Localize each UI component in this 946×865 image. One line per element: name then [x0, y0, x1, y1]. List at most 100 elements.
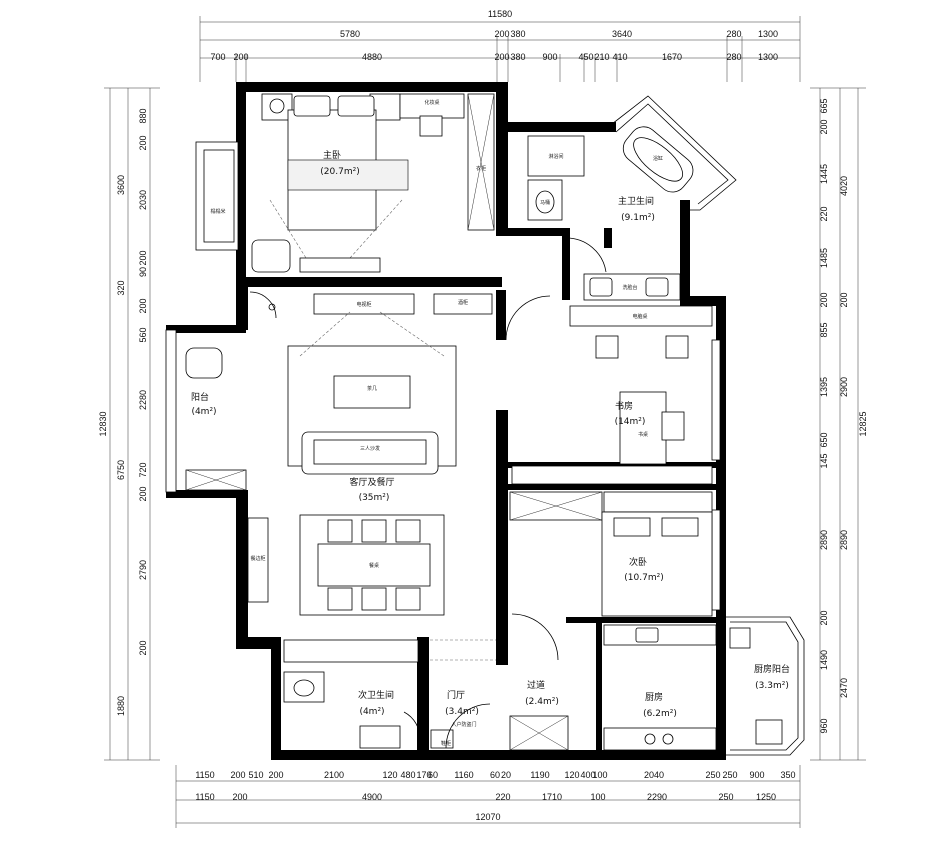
- dim-top2-12: 1300: [758, 52, 778, 62]
- dim-bot-15: 400: [580, 770, 595, 780]
- sofa-label: 三人沙发: [360, 445, 380, 452]
- dim-left2-10: 200: [138, 486, 148, 501]
- dim-top2-5: 380: [510, 52, 525, 62]
- kitchen-balcony-area: (3.3m²): [755, 681, 789, 691]
- sink-icon: [635, 627, 659, 643]
- cabinet-icon: [755, 719, 783, 745]
- dim-right-4: 2890: [839, 530, 849, 550]
- dim-left2-5: 90: [138, 267, 148, 277]
- dim-bot2-5: 1710: [542, 792, 562, 802]
- bottom-dimension-chain: 1150 200 510 200 2100 120 480 170 60 116…: [175, 765, 801, 828]
- corridor-area: (2.4m²): [525, 697, 559, 707]
- dim-top-2: 200: [494, 29, 509, 39]
- dim-bot-17: 2040: [644, 770, 664, 780]
- dim-right2-1: 665: [819, 98, 829, 113]
- dim-right-2: 200: [839, 292, 849, 307]
- dim-top2-11: 280: [726, 52, 741, 62]
- burner-icon: [662, 733, 674, 745]
- sofa-cushion: [313, 439, 427, 465]
- dining-chair: [327, 519, 353, 543]
- dining-chair: [361, 519, 387, 543]
- bathtub-label: 浴缸: [653, 155, 663, 162]
- pillow-right: [337, 95, 375, 117]
- dim-left2-7: 560: [138, 327, 148, 342]
- entry-door-swing[interactable]: [445, 703, 491, 749]
- dim-right2-4: 220: [819, 206, 829, 221]
- second-bath-cabinet: [283, 639, 419, 663]
- dim-bot-2: 200: [230, 770, 245, 780]
- living-dining-area: (35m²): [359, 493, 390, 503]
- dim-top2-3: 4880: [362, 52, 382, 62]
- dim-bot-5: 2100: [324, 770, 344, 780]
- right-dimension-chain: 665 200 1445 220 1485 200 855 1395 650 1…: [810, 87, 868, 761]
- dim-right2-7: 855: [819, 322, 829, 337]
- tea-table: [333, 375, 411, 409]
- computer-desk-label: 电脑桌: [632, 313, 647, 320]
- dim-bot2-2: 200: [232, 792, 247, 802]
- dim-top-5: 280: [726, 29, 741, 39]
- dim-bot2-6: 100: [590, 792, 605, 802]
- kitchen-balcony-name: 厨房阳台: [754, 663, 790, 675]
- dim-left-total: 12830: [98, 411, 108, 436]
- corridor-name: 过道: [527, 679, 545, 691]
- dim-bot-9: 60: [428, 770, 438, 780]
- dim-right2-14: 960: [819, 718, 829, 733]
- dim-left2-12: 200: [138, 640, 148, 655]
- dim-right2-5: 1485: [819, 248, 829, 268]
- desk: [619, 391, 667, 465]
- dim-bot-10: 1160: [454, 770, 473, 780]
- kitchen: 厨房 (6.2m²): [603, 624, 717, 751]
- second-bath: 次卫生间 (4m²): [283, 639, 496, 749]
- dim-bot-20: 900: [749, 770, 764, 780]
- kitchen-name: 厨房: [645, 691, 663, 703]
- dim-bot-4: 200: [268, 770, 283, 780]
- foyer-area: (3.4m²): [445, 707, 479, 717]
- second-bath-door-swing: [403, 711, 421, 741]
- study-chair: [665, 335, 689, 359]
- dim-top2-6: 900: [542, 52, 557, 62]
- second-bath-toilet: [283, 671, 325, 703]
- dim-top2-2: 200: [233, 52, 248, 62]
- balcony-name: 阳台: [191, 391, 209, 403]
- stool: [419, 115, 443, 137]
- dim-right2-8: 1395: [819, 377, 829, 397]
- tv-cabinet-label: 电视柜: [356, 301, 371, 308]
- dining-chair: [395, 587, 421, 611]
- master-bedroom-name: 主卧: [323, 149, 341, 161]
- master-bath: 淋浴间 马桶 浴缸 主卫生间 (9.1m²) 洗脸台: [527, 126, 694, 301]
- dim-bot-total: 12070: [475, 812, 500, 822]
- dim-right2-13: 1490: [819, 650, 829, 670]
- washer-icon: [729, 627, 751, 649]
- toilet-icon: [293, 679, 315, 697]
- dim-left2-8: 2280: [138, 390, 148, 410]
- dining-table: [317, 543, 431, 587]
- dim-right-1: 4020: [839, 176, 849, 196]
- living-dining-name: 客厅及餐厅: [349, 476, 394, 488]
- dim-bot-6: 120: [382, 770, 397, 780]
- dim-right2-12: 200: [819, 610, 829, 625]
- dim-bot-7: 480: [400, 770, 415, 780]
- plant-icon: [268, 303, 276, 311]
- dim-left2-3: 2030: [138, 190, 148, 210]
- balcony-chair: [185, 347, 223, 379]
- dim-left-3: 6750: [116, 460, 126, 480]
- dim-bot-11: 60: [490, 770, 500, 780]
- dim-left2-2: 200: [138, 135, 148, 150]
- dining-table-label: 餐桌: [369, 562, 379, 569]
- toilet-icon: [535, 190, 555, 214]
- walls: [166, 82, 726, 760]
- tv-cabinet: [313, 293, 415, 315]
- dim-left2-1: 880: [138, 108, 148, 123]
- dim-left2-4: 200: [138, 250, 148, 265]
- dim-bot-19: 250: [722, 770, 737, 780]
- second-bedroom-area: (10.7m²): [624, 573, 663, 583]
- dim-bot2-3: 4900: [362, 792, 382, 802]
- entry-door-label: 入户防盗门: [451, 721, 476, 728]
- dim-bot2-9: 1250: [756, 792, 776, 802]
- wine-cabinet: [433, 293, 493, 315]
- shower-label: 淋浴间: [548, 153, 563, 160]
- study-name: 书房: [615, 400, 633, 412]
- dim-right2-9: 650: [819, 432, 829, 447]
- pillow-icon: [661, 517, 699, 537]
- dressing-table: [399, 93, 465, 119]
